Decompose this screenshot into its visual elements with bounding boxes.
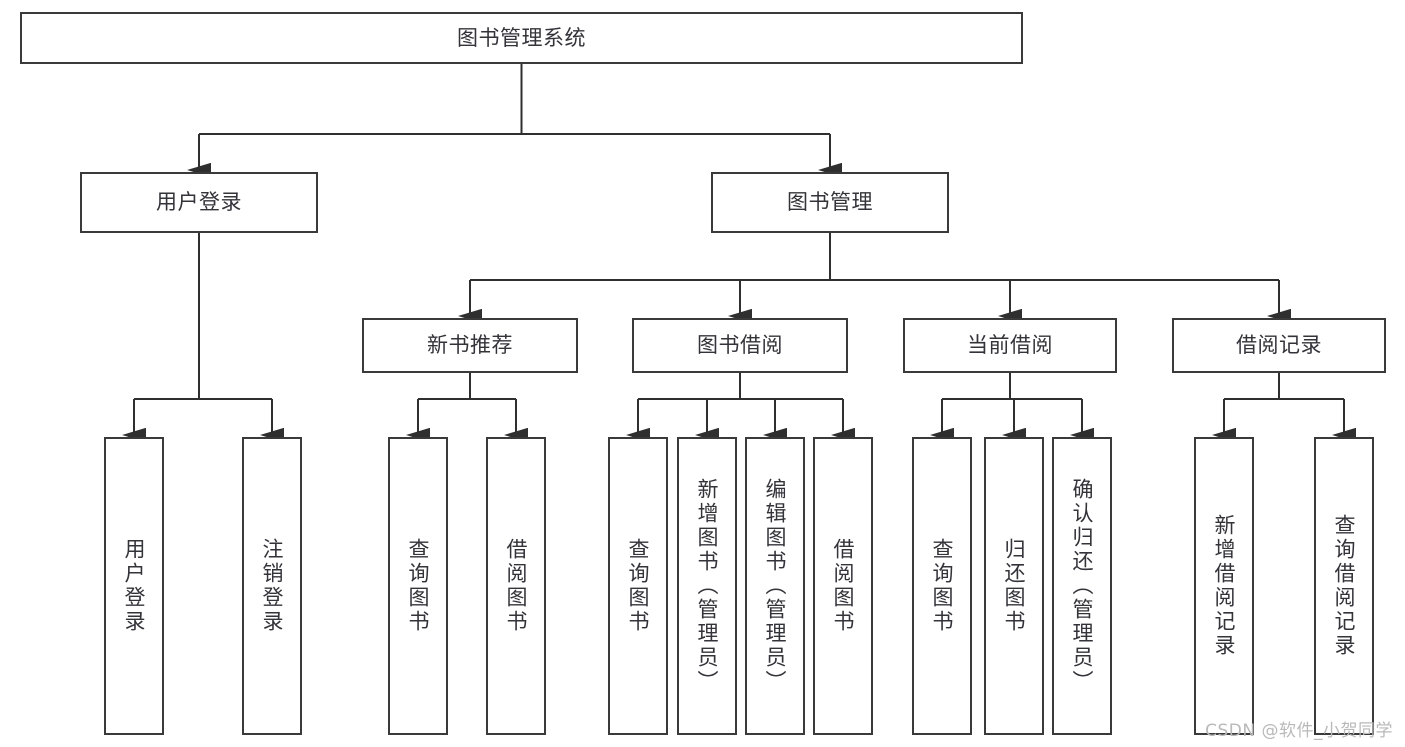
node-leaf-return-book[interactable]: 归还图书 <box>984 437 1044 735</box>
node-leaf-confirm-return[interactable]: 确认归还（管理员） <box>1052 437 1112 735</box>
node-label: 查询图书 <box>930 538 955 634</box>
node-current-borrow[interactable]: 当前借阅 <box>903 318 1117 373</box>
node-borrow-record[interactable]: 借阅记录 <box>1172 318 1386 373</box>
node-label: 编辑图书（管理员） <box>763 478 788 694</box>
node-label: 图书管理 <box>787 190 873 215</box>
node-new-book-rec[interactable]: 新书推荐 <box>362 318 578 373</box>
node-leaf-add-record[interactable]: 新增借阅记录 <box>1194 437 1254 735</box>
node-leaf-query-book-2[interactable]: 查询图书 <box>608 437 668 735</box>
node-leaf-edit-book[interactable]: 编辑图书（管理员） <box>745 437 805 735</box>
node-label: 注销登录 <box>260 538 285 634</box>
node-label: 查询借阅记录 <box>1332 514 1357 658</box>
node-label: 新增图书（管理员） <box>695 478 720 694</box>
connector-group <box>122 64 1356 443</box>
node-label: 图书管理系统 <box>457 25 586 50</box>
node-label: 图书借阅 <box>697 333 783 358</box>
node-label: 用户登录 <box>122 538 147 634</box>
node-user-login[interactable]: 用户登录 <box>80 172 318 233</box>
node-leaf-add-book[interactable]: 新增图书（管理员） <box>677 437 737 735</box>
node-label: 借阅图书 <box>831 538 856 634</box>
node-label: 用户登录 <box>156 190 242 215</box>
node-leaf-user-login[interactable]: 用户登录 <box>104 437 164 735</box>
node-label: 当前借阅 <box>967 333 1053 358</box>
node-leaf-borrow-book-1[interactable]: 借阅图书 <box>486 437 546 735</box>
node-root[interactable]: 图书管理系统 <box>20 12 1023 64</box>
node-label: 新书推荐 <box>427 333 513 358</box>
node-leaf-borrow-book-2[interactable]: 借阅图书 <box>813 437 873 735</box>
node-label: 新增借阅记录 <box>1212 514 1237 658</box>
node-label: 查询图书 <box>406 538 431 634</box>
node-label: 借阅图书 <box>504 538 529 634</box>
node-leaf-logout[interactable]: 注销登录 <box>242 437 302 735</box>
node-label: 归还图书 <box>1002 538 1027 634</box>
node-book-borrow[interactable]: 图书借阅 <box>632 318 848 373</box>
node-label: 确认归还（管理员） <box>1070 478 1095 694</box>
node-label: 借阅记录 <box>1236 333 1322 358</box>
node-leaf-query-book-1[interactable]: 查询图书 <box>388 437 448 735</box>
node-book-manage[interactable]: 图书管理 <box>711 172 949 233</box>
node-label: 查询图书 <box>626 538 651 634</box>
node-leaf-query-book-3[interactable]: 查询图书 <box>912 437 972 735</box>
node-leaf-query-record[interactable]: 查询借阅记录 <box>1314 437 1374 735</box>
